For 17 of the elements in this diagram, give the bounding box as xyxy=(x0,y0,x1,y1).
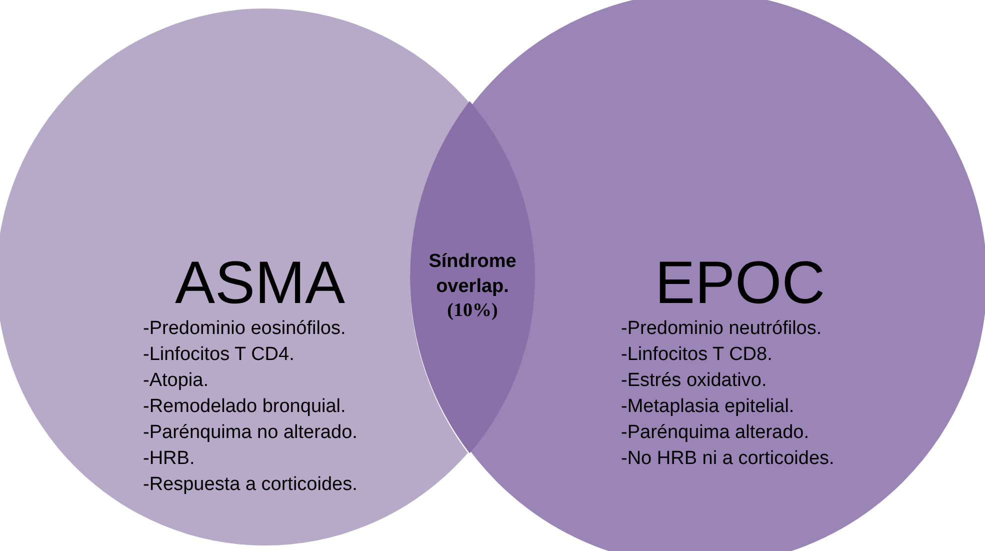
circle-title: EPOC xyxy=(655,248,826,317)
list-item: -No HRB ni a corticoides. xyxy=(621,448,834,470)
list-item: -Linfocitos T CD8. xyxy=(621,344,772,366)
list-item: -HRB. xyxy=(143,448,195,470)
list-item: -Linfocitos T CD4. xyxy=(143,344,294,366)
circle-title: ASMA xyxy=(175,248,346,317)
list-item: -Respuesta a corticoides. xyxy=(143,474,358,496)
percentage-label: (10%) xyxy=(447,299,498,324)
list-item: -Remodelado bronquial. xyxy=(143,396,346,418)
list-item: -Atopia. xyxy=(143,370,208,392)
list-item: -Parénquima no alterado. xyxy=(143,422,358,444)
list-item: -Estrés oxidativo. xyxy=(621,370,767,392)
list-item: -Predominio eosinófilos. xyxy=(143,318,346,340)
list-item: -Metaplasia epitelial. xyxy=(621,396,794,418)
list-item: -Parénquima alterado. xyxy=(621,422,809,444)
overlap-label: Síndrome overlap. xyxy=(428,250,518,299)
list-item: -Predominio neutrófilos. xyxy=(621,318,822,340)
